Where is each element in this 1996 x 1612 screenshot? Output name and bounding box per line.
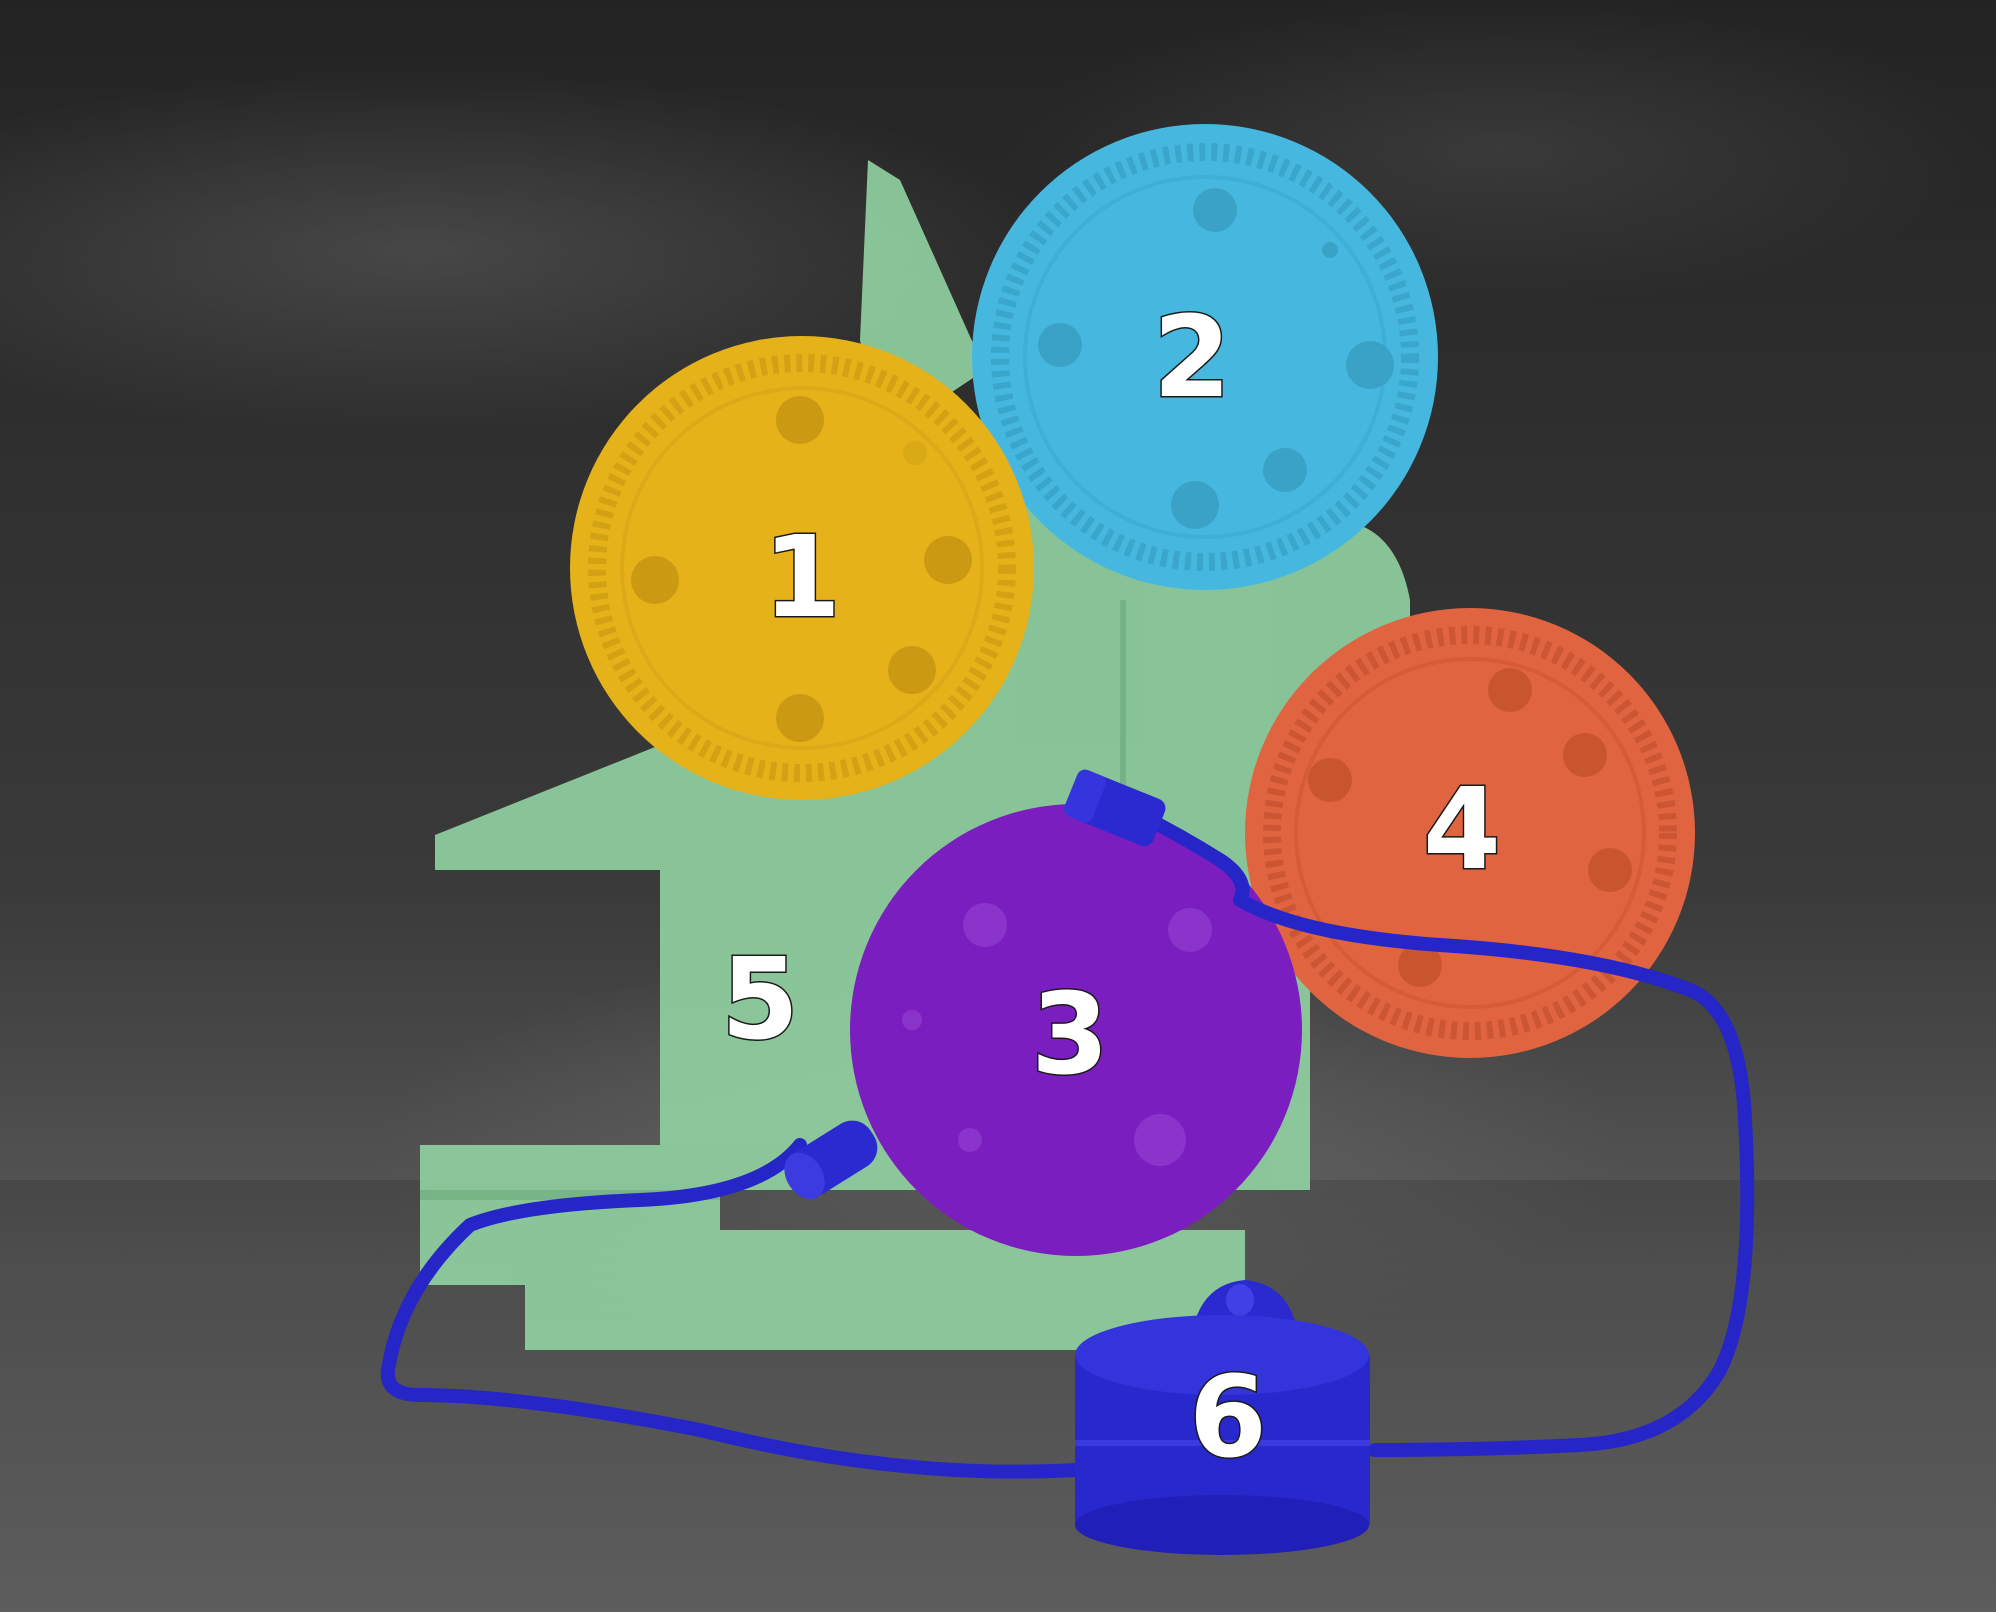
label-6: 6 [1189, 1353, 1267, 1483]
label-4: 4 [1423, 765, 1501, 895]
part-6-left-connector [784, 1120, 878, 1200]
label-5: 5 [721, 935, 799, 1065]
part-6-cable-assembly [380, 769, 1755, 1555]
label-1: 1 [763, 513, 841, 643]
part-6-puck [1075, 1280, 1370, 1555]
label-2: 2 [1153, 293, 1231, 423]
part-4-gear [1245, 608, 1695, 1058]
label-3: 3 [1031, 970, 1109, 1100]
part-1-gear [570, 336, 1034, 800]
part-2-gear [972, 124, 1438, 590]
part-6-top-connector [1064, 769, 1166, 847]
part-5-seam [1120, 600, 1126, 860]
part-6-cable [380, 808, 1755, 1479]
part-5-edge-line [420, 1190, 720, 1200]
part-3-sphere [850, 804, 1302, 1256]
